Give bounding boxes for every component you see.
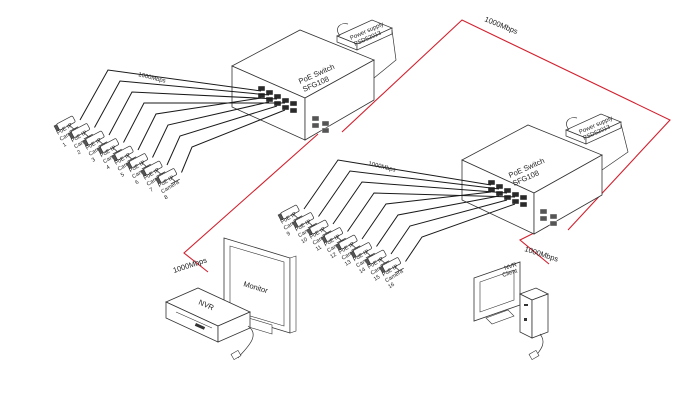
camera-b-8-label-number: 16 xyxy=(387,282,395,290)
link-label-to-client: 1000Mbps xyxy=(523,244,559,263)
camera-a-4-label-number: 4 xyxy=(105,164,111,171)
camera-a-8-label-number: 8 xyxy=(163,194,169,201)
poe-cable-b-2 xyxy=(318,170,500,217)
poe-ip-camera-a-7 xyxy=(140,160,166,177)
camera-a-3-label-number: 3 xyxy=(91,157,97,164)
poe-cable-a-3 xyxy=(108,91,278,136)
camera-a-2-label-number: 2 xyxy=(76,149,82,156)
camera-b-5-label-number: 13 xyxy=(344,259,352,267)
poe-ip-camera-b-6 xyxy=(350,242,375,259)
poe-cable-a-5 xyxy=(137,97,262,151)
camera-b-2-label-number: 10 xyxy=(300,237,308,245)
power-supply-b: Power supply PSD52013 xyxy=(565,113,629,171)
poe-ip-camera-a-1 xyxy=(53,115,79,132)
poe-cable-b-4 xyxy=(347,192,516,232)
camera-a-6-label-number: 6 xyxy=(134,179,140,186)
poe-ip-camera-a-5 xyxy=(111,145,137,162)
poe-cable-a-6 xyxy=(152,101,270,158)
poe-cable-b-7 xyxy=(390,199,508,255)
camera-b-3-label-number: 11 xyxy=(315,245,323,253)
poe-ip-camera-b-8 xyxy=(379,257,404,274)
poe-ip-camera-a-4 xyxy=(97,138,122,155)
camera-a-1-label-number: 1 xyxy=(62,142,68,149)
power-supply-b-cord xyxy=(566,117,578,131)
poe-ip-camera-b-1 xyxy=(277,204,303,221)
camera-b-7-label-number: 15 xyxy=(373,274,381,282)
poe-ip-camera-a-3 xyxy=(82,130,108,147)
poe-ip-camera-b-2 xyxy=(292,212,317,229)
poe-cable-a-2 xyxy=(94,80,270,128)
poe-ip-camera-b-4 xyxy=(321,227,346,244)
poe-cable-a-1 xyxy=(79,69,262,121)
nvr-client-pc: NVR Client xyxy=(473,261,549,361)
poe-cable-a-4 xyxy=(123,102,285,143)
poe-cable-b-5 xyxy=(361,191,492,240)
camera-b-6-label-number: 14 xyxy=(358,267,366,275)
power-supply-a-cord xyxy=(337,23,349,37)
cable-switch-a-to-switch-b xyxy=(341,19,671,231)
poe-cable-a-8 xyxy=(181,109,286,173)
poe-cable-b-8 xyxy=(405,203,516,262)
nvr: NVR xyxy=(165,287,254,361)
poe-cable-b-6 xyxy=(376,195,500,247)
poe-ip-camera-b-7 xyxy=(364,249,390,266)
switch-b-ports xyxy=(487,179,558,227)
poe-cable-b-3 xyxy=(332,181,508,225)
poe-cable-a-7 xyxy=(166,105,278,166)
camera-b-1-label-number: 9 xyxy=(286,231,292,238)
link-label-group-b: 1000Mbps xyxy=(368,161,397,174)
poe-cable-b-1 xyxy=(303,159,492,210)
switch-a-ports xyxy=(257,85,330,134)
poe-ip-camera-a-8 xyxy=(155,168,180,185)
poe-ip-camera-b-3 xyxy=(306,219,332,236)
poe-ip-camera-b-5 xyxy=(335,234,361,251)
client-label-line2: Client xyxy=(502,268,519,279)
client-label-line1: NVR xyxy=(504,262,519,272)
poe-ip-camera-a-6 xyxy=(126,153,151,170)
cable-switch-a-to-nvr xyxy=(183,133,319,273)
camera-a-7-label-number: 7 xyxy=(149,187,155,194)
camera-b-4-label-number: 12 xyxy=(329,252,337,260)
poe-ip-camera-a-2 xyxy=(68,123,93,140)
camera-a-5-label-number: 5 xyxy=(120,172,126,179)
